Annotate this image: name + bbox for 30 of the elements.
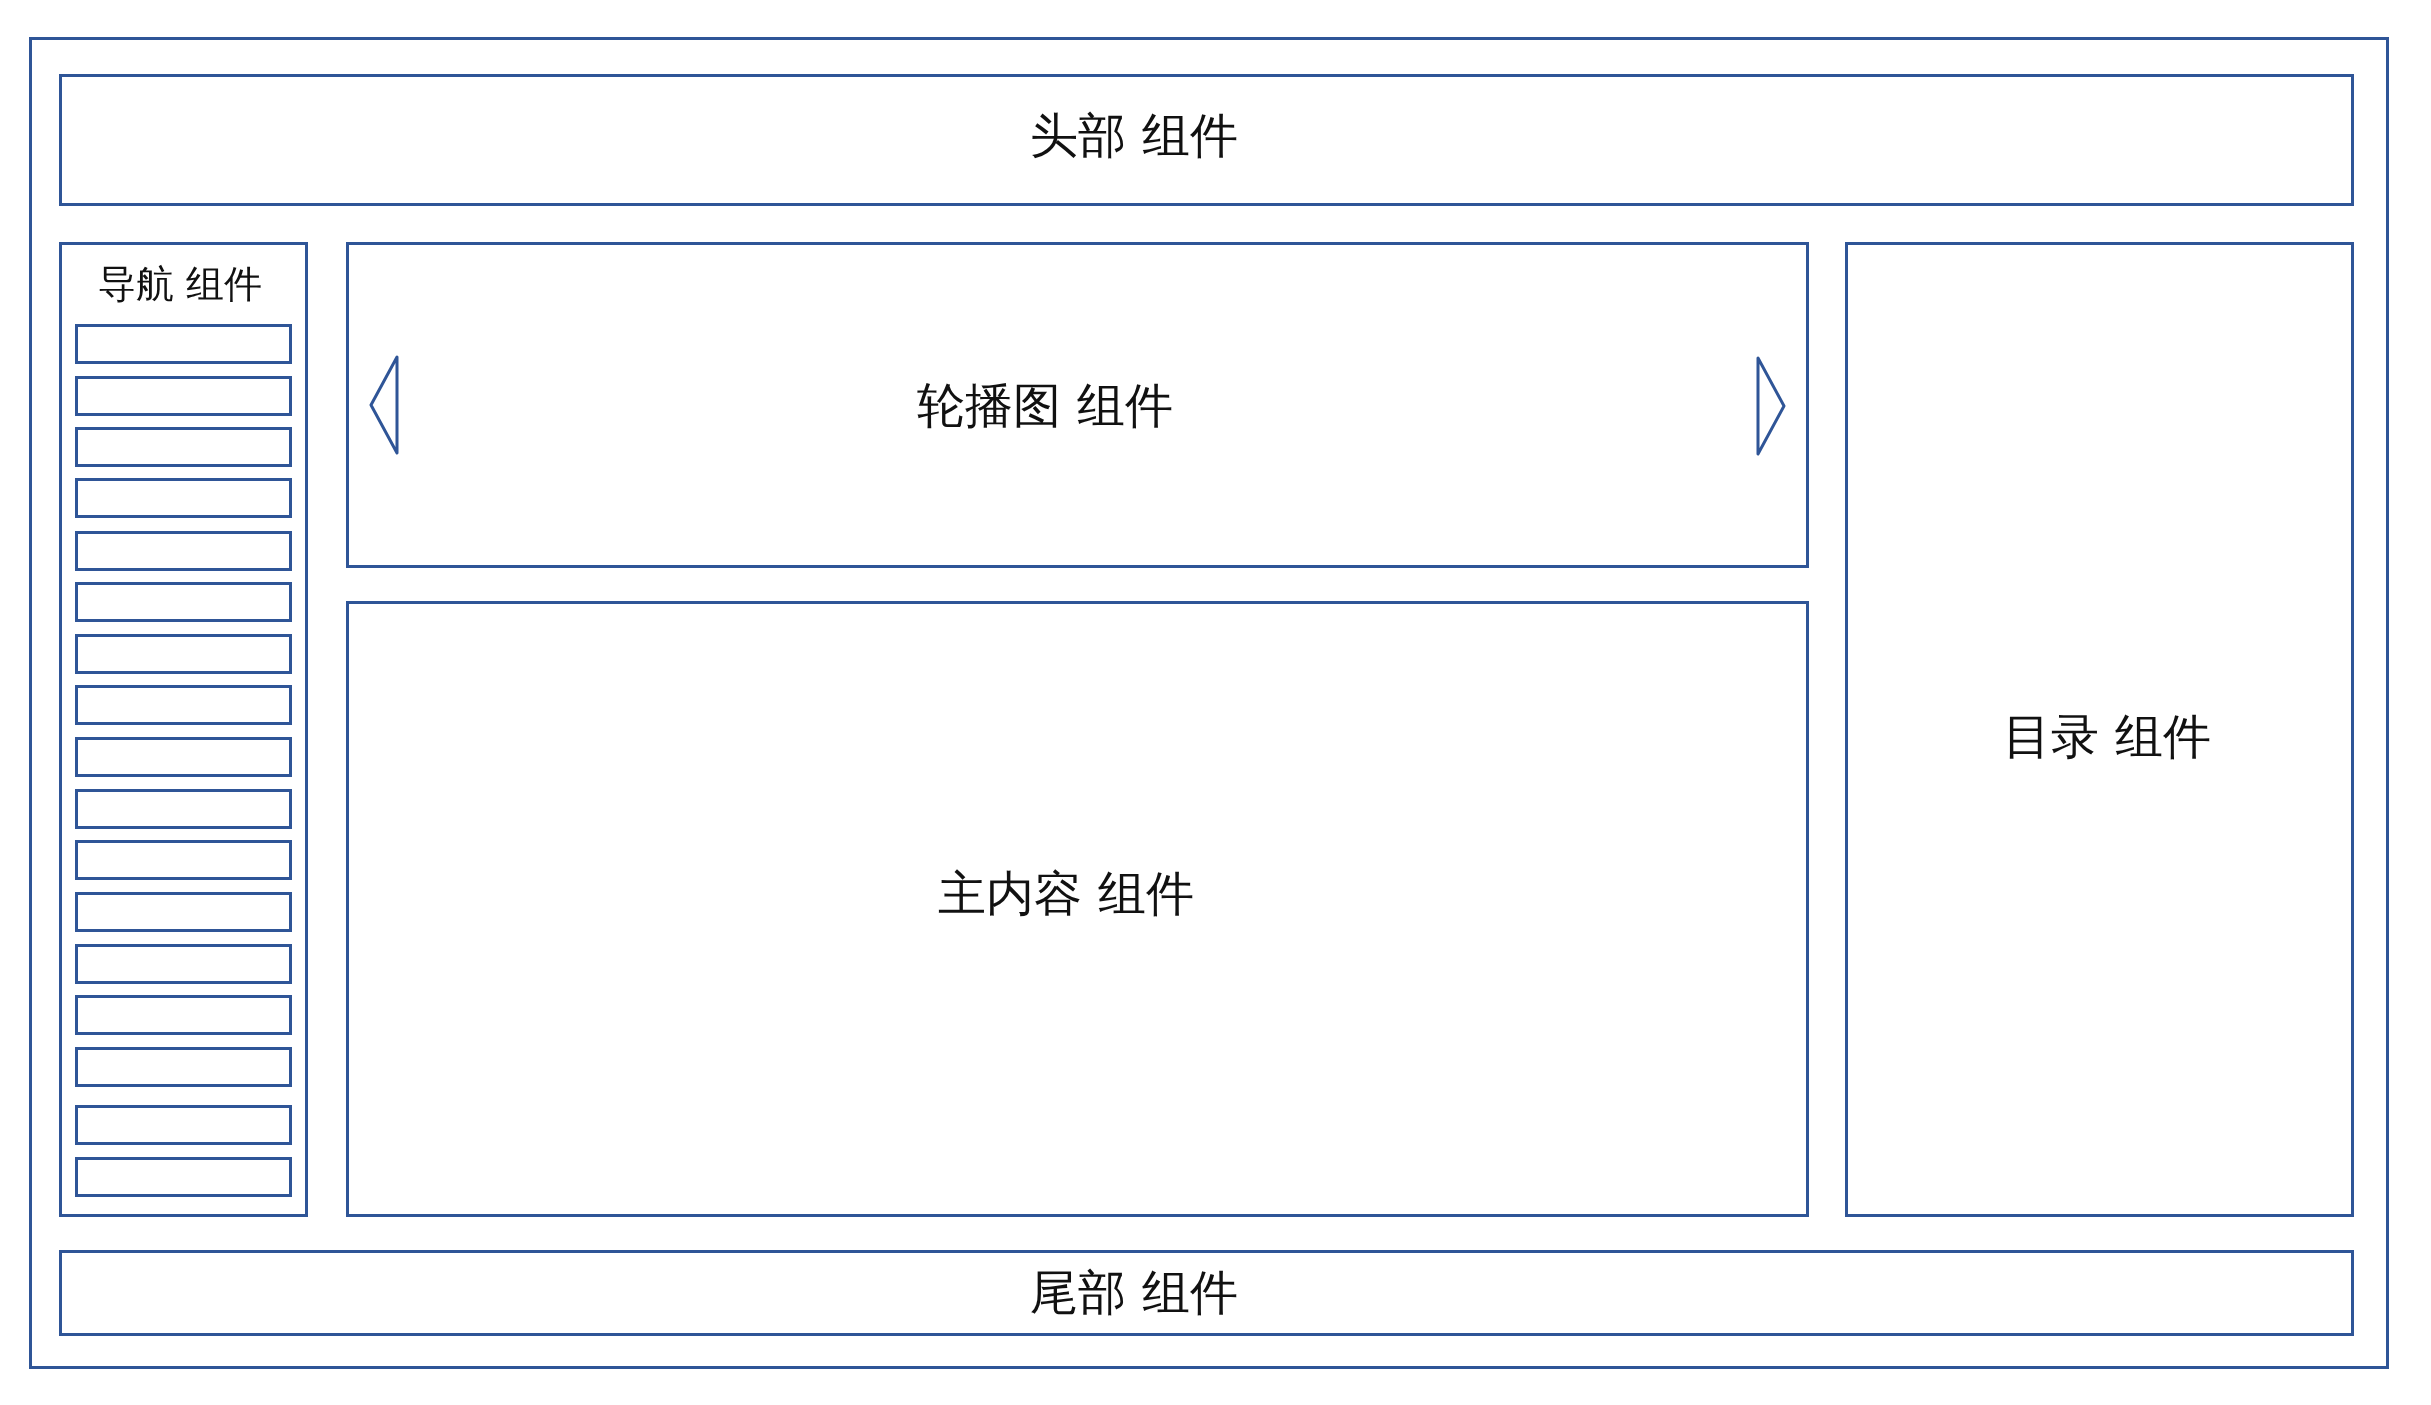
panel-label: 尾部 组件 (1030, 1265, 1238, 1321)
nav-item (75, 685, 292, 725)
nav-item (75, 995, 292, 1035)
nav-item (75, 892, 292, 932)
panel-title: 导航 组件 (97, 263, 263, 307)
panel-label: 头部 组件 (1030, 108, 1238, 164)
nav-item (75, 737, 292, 777)
nav-item (75, 376, 292, 416)
nav-item (75, 531, 292, 571)
nav-item (75, 324, 292, 364)
nav-item (75, 478, 292, 518)
footer-panel (59, 1250, 2354, 1336)
nav-item (75, 840, 292, 880)
nav-item (75, 1047, 292, 1087)
nav-panel (59, 242, 308, 1217)
panel-label: 目录 组件 (2003, 709, 2211, 765)
nav-item (75, 582, 292, 622)
nav-item (75, 944, 292, 984)
nav-item (75, 789, 292, 829)
carousel-panel (346, 242, 1809, 568)
panel-label: 主内容 组件 (938, 866, 1194, 922)
nav-item (75, 634, 292, 674)
nav-item (75, 1105, 292, 1145)
main-content-panel (346, 601, 1809, 1217)
page-frame (29, 37, 2389, 1369)
catalog-panel (1845, 242, 2354, 1217)
nav-item (75, 427, 292, 467)
header-panel (59, 74, 2354, 206)
panel-label: 轮播图 组件 (917, 378, 1173, 434)
nav-item (75, 1157, 292, 1197)
